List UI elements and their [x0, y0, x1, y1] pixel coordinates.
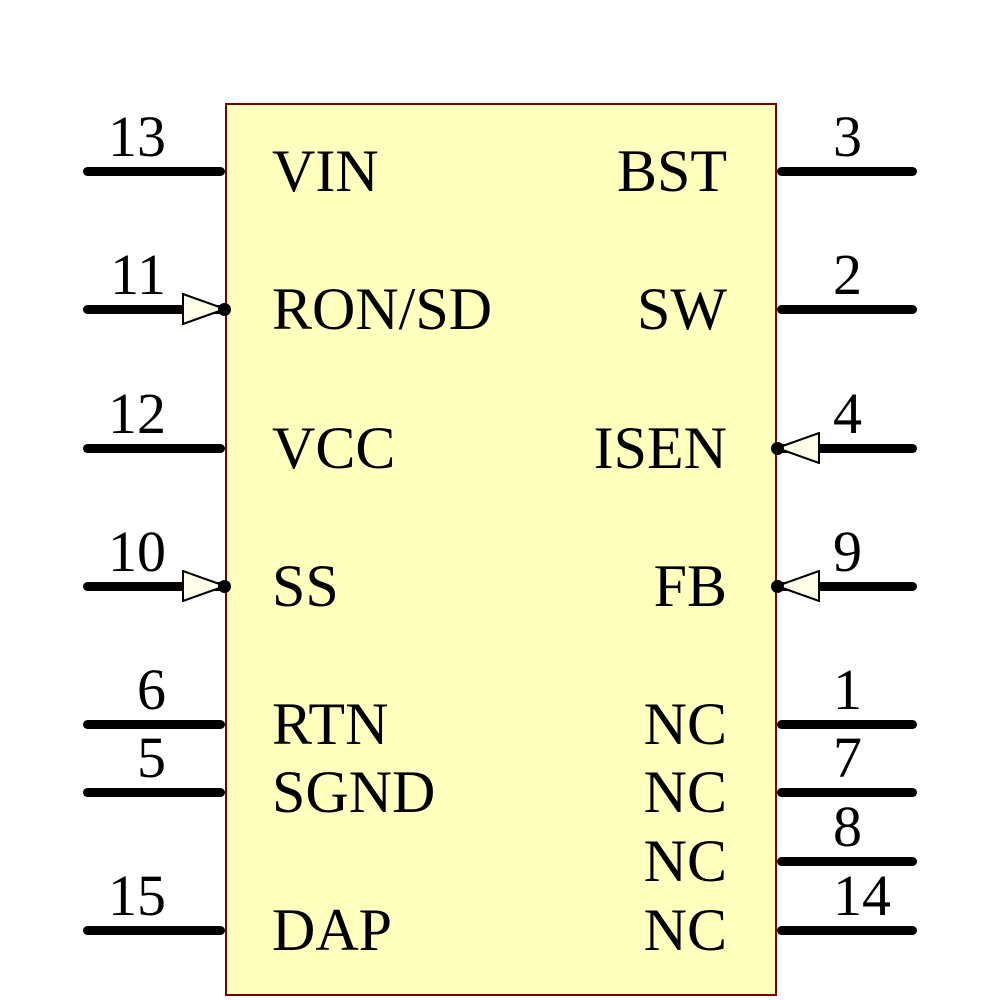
- pin-number: 14: [833, 863, 891, 928]
- pin-name: FB: [653, 553, 727, 619]
- arrow-tip-dot: [218, 579, 231, 593]
- pin-stub-vcc: [83, 443, 225, 453]
- input-arrow-icon: [776, 570, 820, 602]
- pin-name: NC: [643, 828, 727, 894]
- pin-name: BST: [616, 138, 727, 204]
- pin-name: RTN: [272, 691, 389, 757]
- pin-number: 1: [833, 657, 862, 722]
- pin-name: NC: [643, 759, 727, 825]
- pin-stub-dap: [83, 925, 225, 935]
- pin-stub-vin: [83, 166, 225, 176]
- pin-name: SW: [637, 276, 727, 342]
- pin-name: NC: [643, 691, 727, 757]
- pin-number: 2: [833, 242, 862, 307]
- pin-number: 10: [108, 519, 166, 584]
- pin-stub-sw: [777, 304, 917, 314]
- pin-stub-sgnd: [83, 787, 225, 797]
- pin-name: VIN: [272, 138, 379, 204]
- pin-name: SGND: [272, 759, 436, 825]
- ic-body: [225, 103, 777, 996]
- pin-number: 9: [833, 519, 862, 584]
- pin-stub-fb: [777, 581, 917, 591]
- pin-number: 6: [137, 657, 166, 722]
- pin-name: VCC: [272, 415, 396, 481]
- pin-number: 3: [833, 104, 862, 169]
- pin-number: 12: [108, 381, 166, 446]
- arrow-tip-dot: [771, 441, 784, 455]
- pin-stub-rtn: [83, 719, 225, 729]
- pin-name: DAP: [272, 897, 393, 963]
- pin-number: 15: [108, 863, 166, 928]
- pin-name: NC: [643, 897, 727, 963]
- pin-number: 7: [833, 725, 862, 790]
- arrow-tip-dot: [218, 302, 231, 316]
- input-arrow-icon: [182, 293, 226, 325]
- pin-stub-isen: [777, 443, 917, 453]
- arrow-tip-dot: [771, 579, 784, 593]
- pin-name: SS: [272, 553, 339, 619]
- pin-stub-bst: [777, 166, 917, 176]
- pin-stub-nc: [777, 925, 917, 935]
- pin-stub-ss: [83, 581, 225, 591]
- pin-stub-ronsd: [83, 304, 225, 314]
- pin-name: ISEN: [593, 415, 727, 481]
- pin-name: RON/SD: [272, 276, 493, 342]
- pin-number: 4: [833, 381, 862, 446]
- pin-stub-nc: [777, 787, 917, 797]
- pin-number: 8: [833, 794, 862, 859]
- input-arrow-icon: [776, 432, 820, 464]
- pin-stub-nc: [777, 856, 917, 866]
- pin-number: 13: [108, 104, 166, 169]
- pin-number: 5: [137, 725, 166, 790]
- input-arrow-icon: [182, 570, 226, 602]
- pin-number: 11: [110, 242, 166, 307]
- pin-stub-nc: [777, 719, 917, 729]
